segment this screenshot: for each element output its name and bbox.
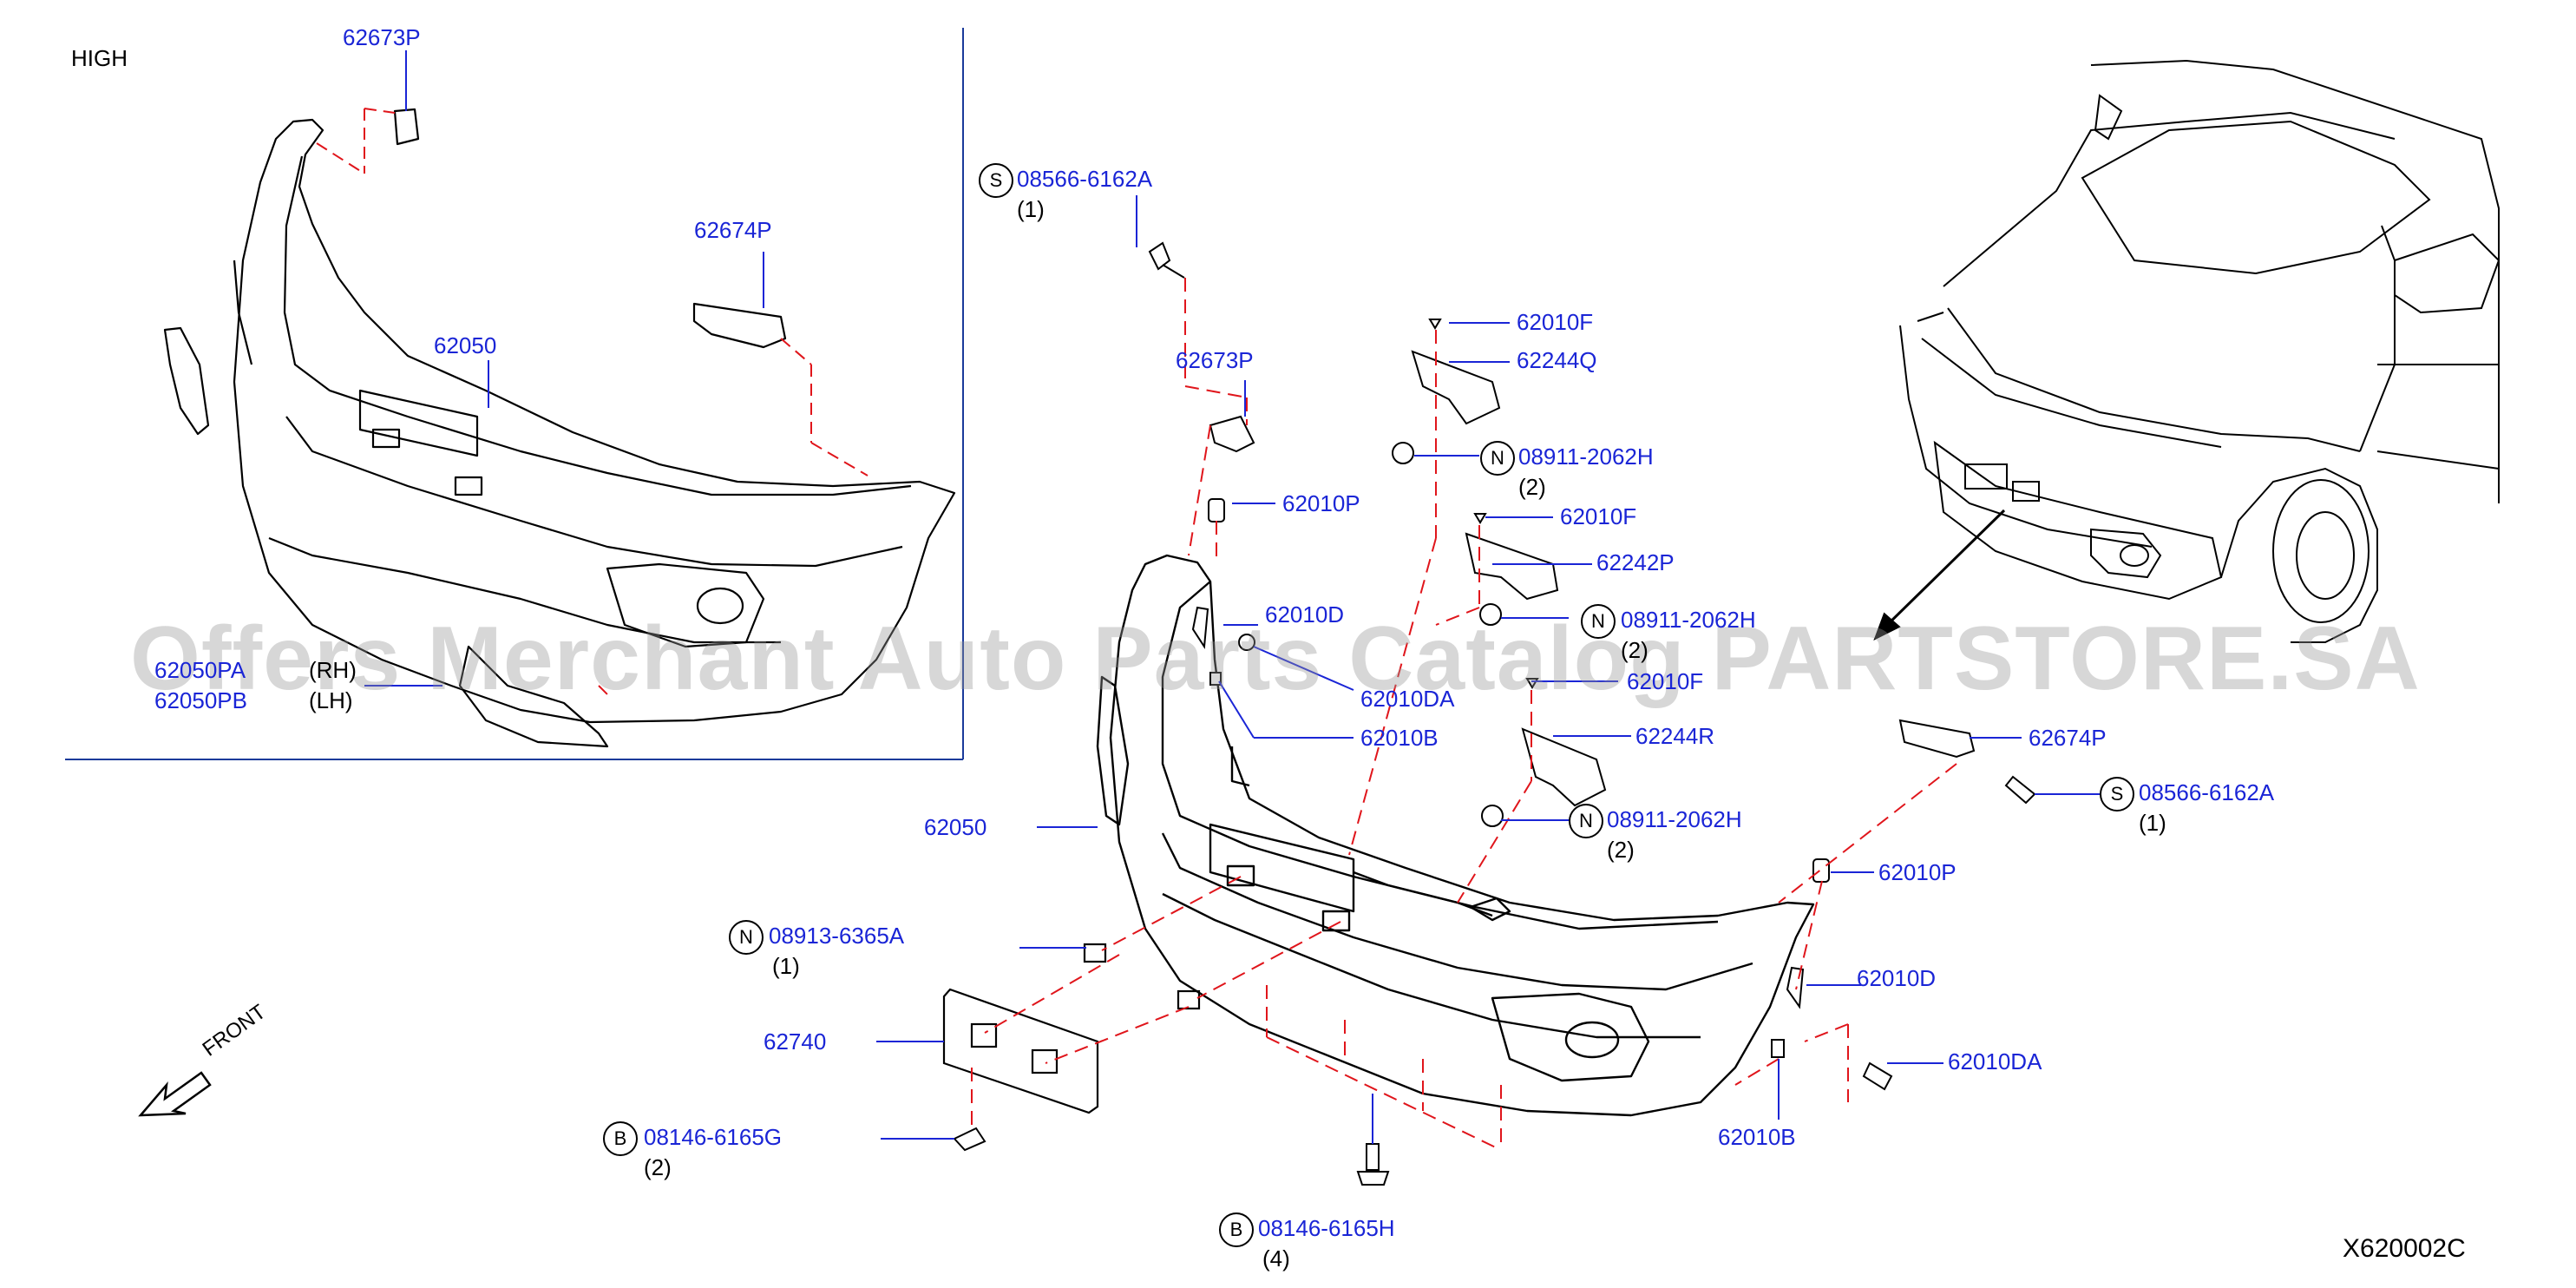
qty-08913-6365A: (1) — [772, 953, 800, 979]
inset-red-leaders — [316, 108, 868, 695]
prefix-B: B — [1219, 1212, 1254, 1247]
part-62010F-2: 62010F — [1560, 503, 1637, 529]
diagram-code: X620002C — [2343, 1234, 2466, 1263]
part-08146-6165H: 08146-6165H — [1258, 1215, 1395, 1241]
part-62674P: 62674P — [2029, 725, 2107, 751]
part-08566-6162A-top: 08566-6162A — [1017, 166, 1153, 192]
vehicle-sketch — [1899, 59, 2501, 643]
prefix-S: S — [2100, 777, 2134, 812]
part-62010DA-1: 62010DA — [1360, 686, 1455, 712]
fastener-drawings — [953, 241, 2036, 1186]
part-62244Q: 62244Q — [1517, 347, 1597, 373]
prefix-B: B — [603, 1121, 638, 1156]
part-62673P-inset: 62673P — [343, 24, 421, 50]
qty-08146-6165G: (2) — [644, 1154, 672, 1180]
prefix-N: N — [1569, 804, 1603, 838]
part-62050PA: 62050PA — [154, 657, 246, 683]
part-08566-6162A-right: 08566-6162A — [2139, 779, 2275, 805]
watermark: Offers Merchant Auto Parts Catalog PARTS… — [130, 608, 2421, 709]
qty-08911-2062H-2: (2) — [1621, 637, 1649, 663]
part-62010B-1: 62010B — [1360, 725, 1439, 751]
inset-frame — [65, 28, 964, 760]
part-62010P-1: 62010P — [1282, 490, 1360, 516]
main-red-leaders — [971, 278, 1957, 1151]
part-62010P-2: 62010P — [1878, 859, 1957, 885]
part-62010B-2: 62010B — [1718, 1124, 1796, 1150]
qty-08566-6162A-right: (1) — [2139, 810, 2166, 836]
part-62010D-2: 62010D — [1857, 965, 1937, 991]
part-62050PB: 62050PB — [154, 687, 247, 713]
inset-title: HIGH — [71, 45, 128, 71]
part-62740: 62740 — [764, 1028, 827, 1055]
part-08146-6165G: 08146-6165G — [644, 1124, 783, 1150]
qty-08146-6165H: (4) — [1262, 1245, 1290, 1272]
prefix-N: N — [1480, 441, 1515, 476]
part-62050: 62050 — [924, 814, 987, 840]
part-08913-6365A: 08913-6365A — [769, 923, 905, 949]
main-bumper-drawing — [1096, 554, 1815, 1117]
prefix-S: S — [979, 163, 1013, 198]
inset-bumper-drawing — [163, 108, 956, 748]
part-62050PA-side: (RH) — [309, 657, 357, 683]
qty-08566-6162A-top: (1) — [1017, 196, 1045, 222]
qty-08911-2062H-1: (2) — [1518, 474, 1546, 500]
main-blue-leaders — [876, 195, 2100, 1144]
inset-blue-leaders — [364, 50, 764, 687]
front-arrow-icon — [138, 1071, 212, 1117]
plate-bracket-drawing — [942, 943, 1201, 1114]
part-62242P: 62242P — [1596, 549, 1675, 575]
qty-08911-2062H-3: (2) — [1607, 837, 1635, 863]
part-62673P: 62673P — [1176, 347, 1254, 373]
part-62674P-inset: 62674P — [694, 217, 772, 243]
part-62010D-1: 62010D — [1265, 601, 1345, 628]
part-62050PB-side: (LH) — [309, 687, 353, 713]
part-62010F-1: 62010F — [1517, 309, 1594, 335]
part-08911-2062H-1: 08911-2062H — [1518, 444, 1654, 470]
prefix-N: N — [1581, 604, 1616, 639]
part-62010DA-2: 62010DA — [1948, 1048, 2042, 1074]
part-62244R: 62244R — [1635, 723, 1715, 749]
vehicle-arrow — [1873, 509, 2006, 641]
part-62010F-3: 62010F — [1627, 668, 1704, 694]
prefix-N: N — [729, 920, 764, 955]
part-62050-inset: 62050 — [434, 332, 497, 358]
part-08911-2062H-2: 08911-2062H — [1621, 607, 1756, 633]
part-08911-2062H-3: 08911-2062H — [1607, 806, 1742, 832]
